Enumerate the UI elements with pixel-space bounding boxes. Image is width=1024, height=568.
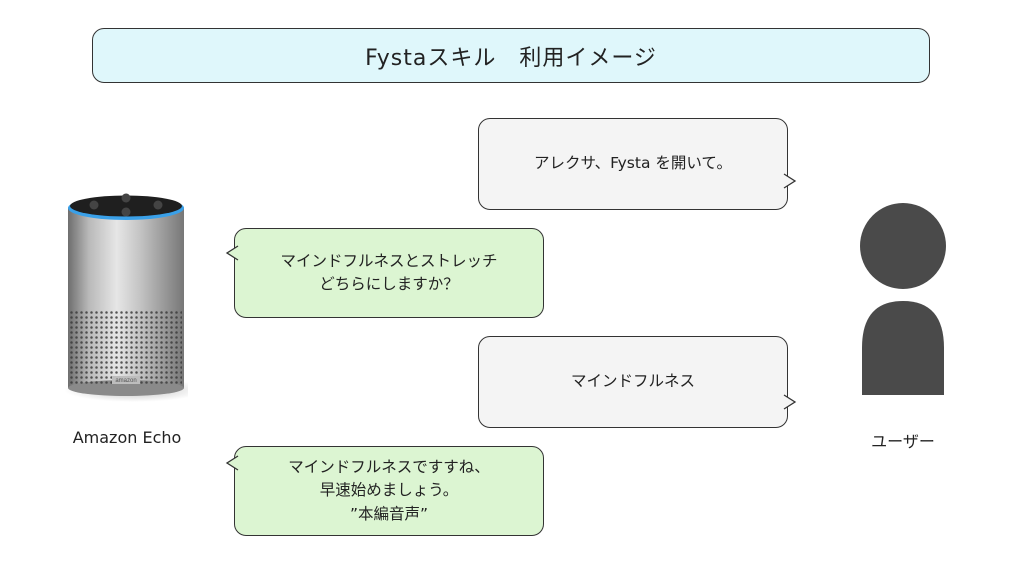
bubble-tail <box>225 245 239 261</box>
bubble-text: マインドフルネス <box>570 372 695 391</box>
user-label: ユーザー <box>871 432 935 451</box>
bubble-tail <box>783 173 797 189</box>
diagram-title-box: Fystaスキル 利用イメージ <box>92 28 930 83</box>
user-speech-bubble-1: アレクサ、Fysta を開いて。 <box>478 118 797 210</box>
amazon-echo-label: Amazon Echo <box>72 428 182 447</box>
bubble-text: アレクサ、Fysta を開いて。 <box>534 154 732 173</box>
echo-brand-text: amazon <box>115 378 136 384</box>
bubble-text: マインドフルネスとストレッチ どちらにしますか？ <box>280 251 498 293</box>
user-person-icon <box>860 203 946 395</box>
bubble-tail <box>225 455 239 471</box>
alexa-speech-bubble-1: マインドフルネスとストレッチ どちらにしますか？ <box>225 228 544 318</box>
user-speech-bubble-2: マインドフルネス <box>478 336 797 428</box>
diagram-title: Fystaスキル 利用イメージ <box>365 45 657 71</box>
amazon-echo-device: amazon <box>64 193 188 402</box>
alexa-speech-bubble-2: マインドフルネスですすね、 早速始めましょう。 ”本編音声” <box>225 446 544 536</box>
bubble-text: マインドフルネスですすね、 早速始めましょう。 ”本編音声” <box>288 458 490 523</box>
bubble-tail <box>783 394 797 410</box>
